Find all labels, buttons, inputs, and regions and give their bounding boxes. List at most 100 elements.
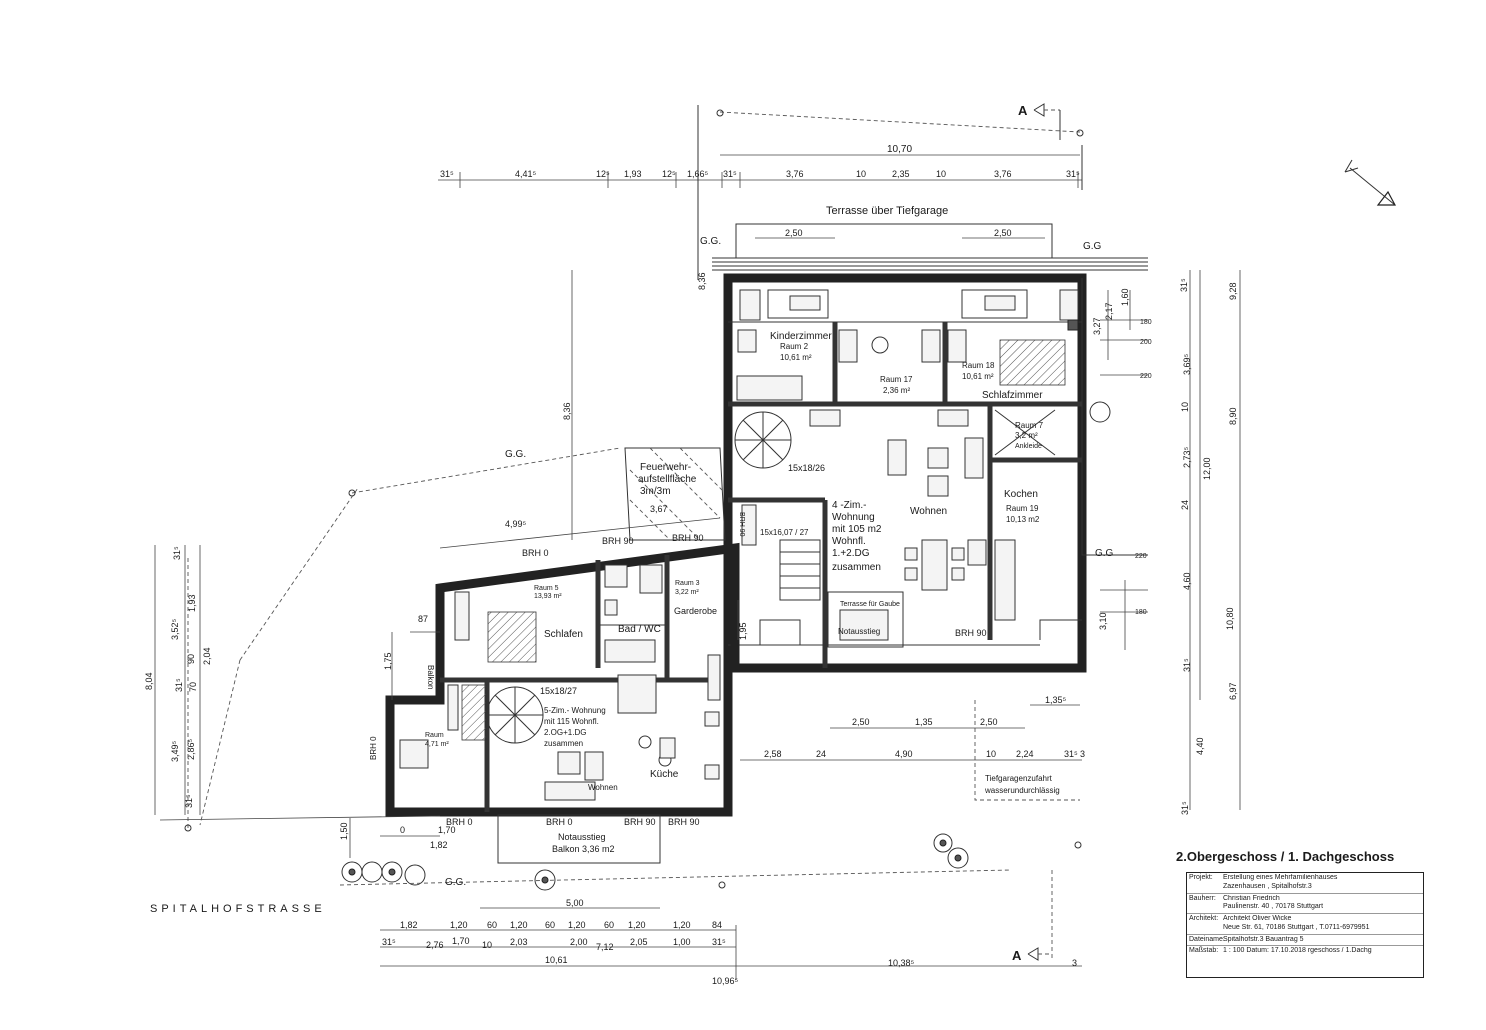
dim-bot1-8: 1,20 <box>673 920 691 930</box>
dim-right-inner-2: 3,27 <box>1092 317 1102 335</box>
apt5-line2: mit 115 Wohnfl. <box>544 717 599 726</box>
dim-mid1-1: 1,35 <box>915 717 933 727</box>
dim-bot2-7: 2,05 <box>630 937 648 947</box>
dim-right-5: 12,00 <box>1202 457 1212 480</box>
dim-left-9: 31⁵ <box>184 794 194 808</box>
dim-cutoff: 10,96⁵ <box>712 976 739 986</box>
dim-left-1: 1,93 <box>187 594 197 612</box>
dim-left-8: 2,86⁵ <box>186 738 196 760</box>
dim-195: 1,95 <box>738 622 748 640</box>
dim-top-11: 3,76 <box>994 169 1012 179</box>
dim-right-inner-0: 2,17 <box>1104 302 1114 320</box>
dim-top-1: 4,41⁵ <box>515 169 537 179</box>
section-mark-top: A <box>716 103 1084 140</box>
dimension-middle: 2,50 1,35 2,50 1,35⁵ 2,58 24 4,90 10 2,2… <box>740 695 1085 761</box>
apt5-line1: 5-Zim.- Wohnung <box>544 706 606 715</box>
dim-bot3-2: 3 <box>1072 958 1077 968</box>
dim-bot2-5: 2,00 <box>570 937 588 947</box>
dim-left-6: 70 <box>188 682 198 692</box>
brh90-top-1: BRH 90 <box>602 536 634 546</box>
dim-right-0: 31⁵ <box>1179 278 1189 292</box>
dim-bot1-0: 1,82 <box>400 920 418 930</box>
dim-mid2-0: 2,58 <box>764 749 782 759</box>
kinderzimmer-label: Kinderzimmer <box>770 331 832 342</box>
terrace-area: Terrasse über Tiefgarage 2,50 2,50 G.G. … <box>697 205 1148 290</box>
dim-left-3: 90 <box>186 654 196 664</box>
stair1-label: 15x18/26 <box>788 463 825 473</box>
dim-bot1-4: 60 <box>545 920 555 930</box>
section-mark-bottom: A <box>1012 870 1053 963</box>
dimension-bottom: 5,00 1,82 1,20 60 1,20 60 1,20 60 1,20 1… <box>380 898 1082 986</box>
mark-2: 220 <box>1140 373 1152 380</box>
dim-top-total: 10,70 <box>887 144 912 155</box>
dim-terrace-right: 2,50 <box>994 228 1012 238</box>
mark-0: 180 <box>1140 319 1152 326</box>
dim-bot3-1: 10,38⁵ <box>888 958 915 968</box>
dim-right-4: 2,73⁵ <box>1182 446 1192 468</box>
dim-right-13: 31⁵ <box>1180 801 1190 815</box>
dim-top-10: 10 <box>936 169 946 179</box>
raum18-area: 10,61 m² <box>962 372 994 381</box>
gg-label-mid: G.G. <box>505 449 526 460</box>
title-block-key: Maßstab: <box>1189 947 1219 955</box>
title-block-key: Architekt: <box>1189 915 1219 922</box>
raum17-label: Raum 17 <box>880 375 913 384</box>
dim-bot2-3: 10 <box>482 940 492 950</box>
labels-south: Schlafen Raum 5 13,93 m² Bad / WC Garder… <box>369 533 717 827</box>
dim-bot2-1: 2,76 <box>426 940 444 950</box>
dim-bot2-2: 1,70 <box>452 936 470 946</box>
dim-right-inner-3: 3,10 <box>1098 612 1108 630</box>
title-block-key: Dateiname: <box>1189 935 1225 943</box>
title-block-value: Christian Friedrich <box>1223 894 1280 902</box>
schlafzimmer-label: Schlafzimmer <box>982 390 1043 401</box>
ankleide-label: Ankleide <box>1015 443 1042 450</box>
dim-right-3: 10 <box>1180 402 1190 412</box>
dim-left-0: 31⁵ <box>172 546 182 560</box>
gg-label-bottom: G.G. <box>445 877 466 888</box>
apt4-line6: zusammen <box>832 562 881 573</box>
tree-icon <box>947 847 969 869</box>
dim-836: 8,36 <box>562 402 572 420</box>
dim-right-8: 4,60 <box>1182 572 1192 590</box>
balkon-label: Balkon <box>426 665 435 689</box>
title-block-row-scale: Maßstab: 1 : 100 Datum: 17.10.2018 rgesc… <box>1187 946 1423 957</box>
dim-right-2: 3,69⁵ <box>1182 353 1192 375</box>
dim-mid1-2: 2,50 <box>980 717 998 727</box>
dim-top-2: 12⁵ <box>596 169 610 179</box>
dim-top-3: 1,93 <box>624 169 642 179</box>
stair3-label: 15x18/27 <box>540 686 577 696</box>
dim-top-9: 2,35 <box>892 169 910 179</box>
building-north <box>723 273 1148 673</box>
title-block-value: 1 : 100 Datum: 17.10.2018 rgeschoss / 1.… <box>1223 947 1372 955</box>
tree-icon <box>381 861 403 883</box>
dim-top-12: 31⁵ <box>1066 169 1080 179</box>
dim-bot2-8: 1,00 <box>673 937 691 947</box>
tree-icon <box>933 833 953 853</box>
title-block-value: Erstellung eines Mehrfamilienhauses <box>1223 874 1338 881</box>
title-block-key: Projekt: <box>1189 874 1213 881</box>
gg-label-right: G.G <box>1095 548 1114 559</box>
mark-4: 180 <box>1135 609 1147 616</box>
kochen-label: Kochen <box>1004 489 1038 500</box>
dim-left-2: 3,52⁵ <box>170 618 180 640</box>
dim-bot3-0: 10,61 <box>545 955 568 965</box>
raum2-area: 10,61 m² <box>780 353 812 362</box>
title-block-key: Bauherr: <box>1189 894 1216 902</box>
raum19-label: Raum 19 <box>1006 504 1039 513</box>
dim-bot1-1: 1,20 <box>450 920 468 930</box>
dim-top-8: 10 <box>856 169 866 179</box>
dim-right-1: 9,28 <box>1228 282 1238 300</box>
mark-1: 200 <box>1140 339 1152 346</box>
raum3-area: 3,22 m² <box>675 589 699 596</box>
raum5-label: Raum 5 <box>534 585 559 592</box>
stair2-label: 15x16,07 / 27 <box>760 528 809 537</box>
wohnen-label-north: Wohnen <box>910 506 947 517</box>
dim-bot1-6: 60 <box>604 920 614 930</box>
schlafen-label: Schlafen <box>544 629 583 640</box>
dim-right-10: 31⁵ <box>1182 658 1192 672</box>
raum-small-label: Raum <box>425 732 444 739</box>
bad-wc-label: Bad / WC <box>618 624 661 635</box>
dim-right-7: 24 <box>1180 500 1190 510</box>
